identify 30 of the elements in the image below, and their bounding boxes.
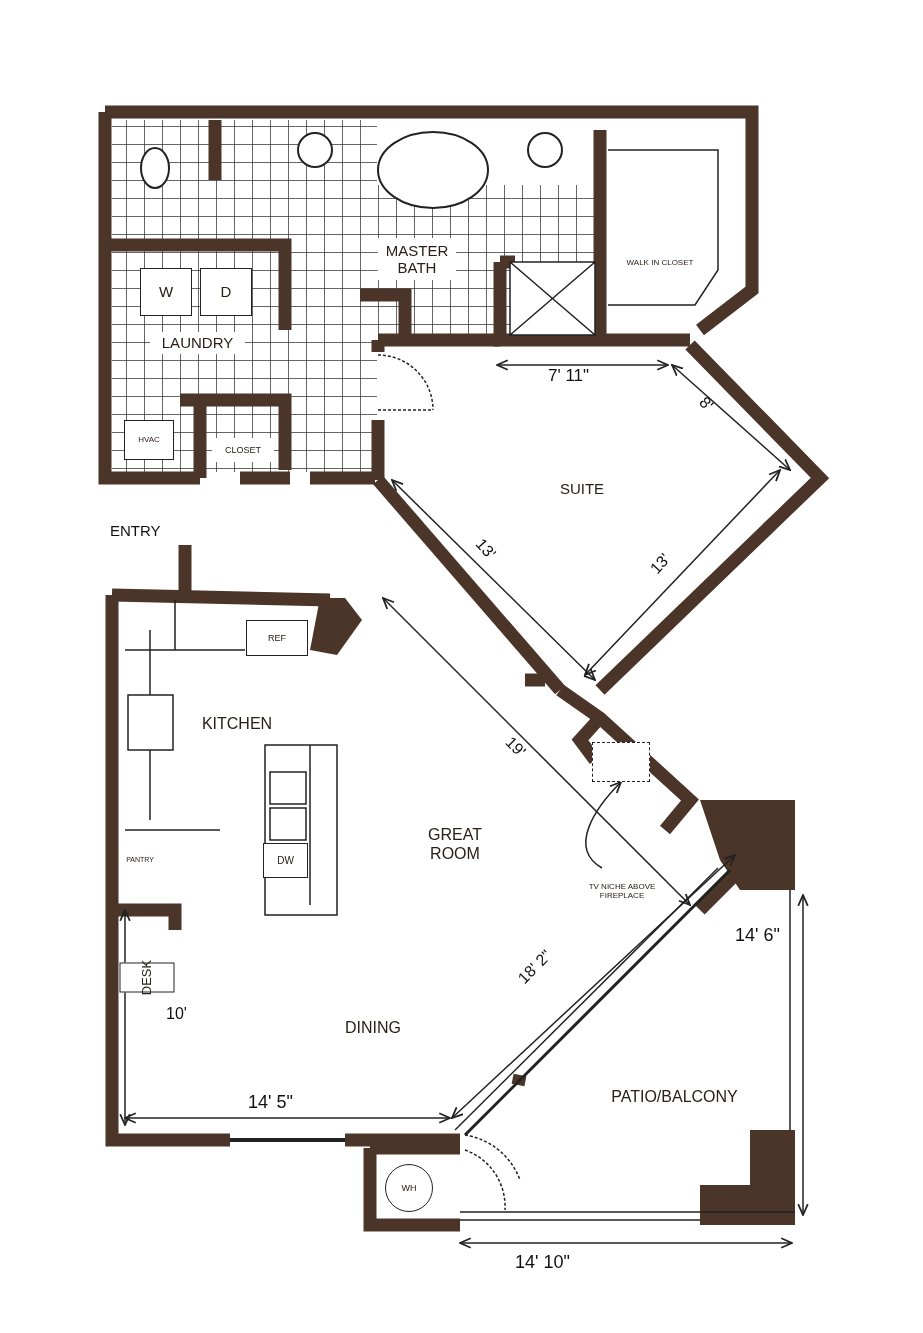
room-label: DINING xyxy=(328,1016,418,1040)
room-label: KITCHEN xyxy=(192,712,282,736)
entry-label: ENTRY xyxy=(110,522,161,539)
room-label: MASTER BATH xyxy=(378,238,456,280)
dimension-label: 13' xyxy=(646,550,675,578)
hvac-unit: HVAC xyxy=(124,420,174,460)
room-label: SUITE xyxy=(552,478,612,500)
water-heater: WH xyxy=(385,1164,433,1212)
dryer: D xyxy=(200,268,252,316)
dimension-label: 19' xyxy=(501,733,530,761)
room-label: GREAT ROOM xyxy=(415,822,495,867)
desk: DESK xyxy=(119,962,175,993)
dimension-label: 14' 5" xyxy=(248,1092,293,1113)
refrigerator: REF xyxy=(246,620,308,656)
dimension-label: 18' 2" xyxy=(514,946,556,988)
dimension-label: 14' 10" xyxy=(515,1252,570,1273)
dimension-label: 13' xyxy=(471,535,500,563)
leader-line xyxy=(585,781,622,869)
dishwasher: DW xyxy=(263,843,308,878)
fireplace xyxy=(592,742,650,782)
dimension-label: 10' xyxy=(166,1005,187,1023)
room-label: WALK IN CLOSET xyxy=(625,248,695,278)
washer: W xyxy=(140,268,192,316)
callout-text: TV NICHE ABOVE FIREPLACE xyxy=(582,868,662,914)
room-label: LAUNDRY xyxy=(150,332,245,354)
dimension-label: 14' 6" xyxy=(735,925,780,946)
dimension-label: 7' 11" xyxy=(548,366,590,386)
room-label: PATIO/BALCONY xyxy=(582,1084,767,1110)
dimension-label: 8' xyxy=(695,393,717,415)
room-label: CLOSET xyxy=(212,438,274,462)
